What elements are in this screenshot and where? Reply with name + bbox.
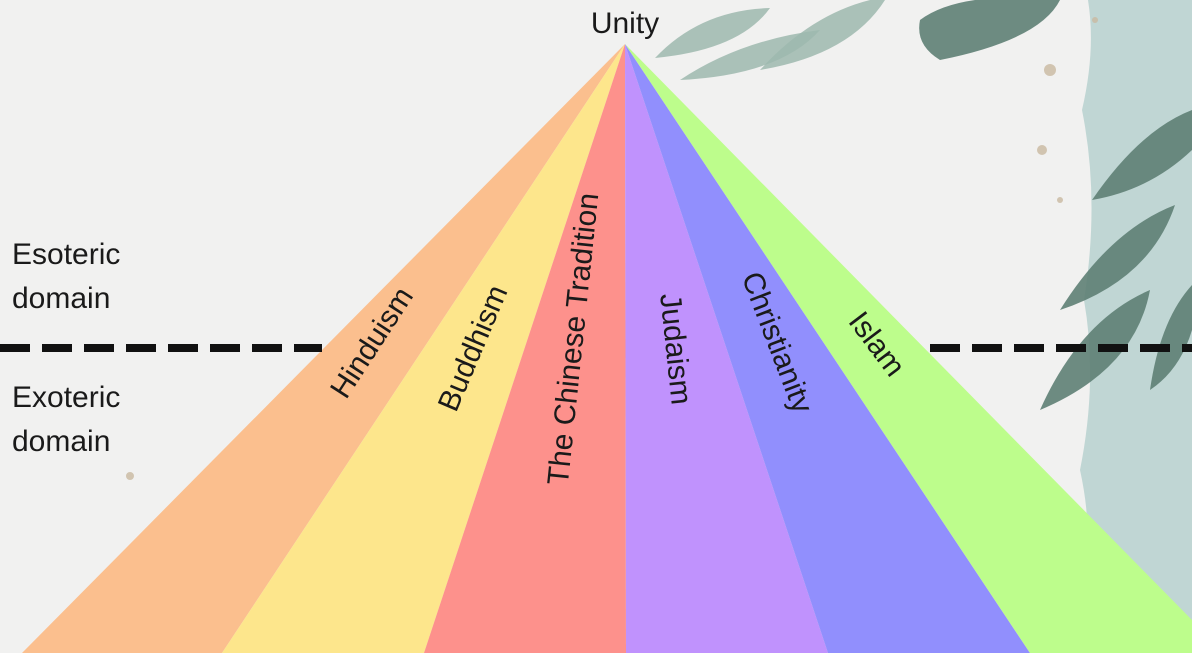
apex-label: Unity <box>591 7 659 40</box>
speck-2 <box>1037 145 1047 155</box>
leaf-top-right <box>919 0 1060 60</box>
leaf-top-mid <box>760 0 885 70</box>
speck-1 <box>1044 64 1056 76</box>
exoteric-domain-label: Exoteric domain <box>12 381 129 458</box>
exoteric-label-line-1: Exoteric <box>12 381 120 414</box>
exoteric-label-line-2: domain <box>12 425 110 458</box>
speck-5 <box>126 472 134 480</box>
esoteric-label-line-2: domain <box>12 282 110 315</box>
speck-3 <box>1057 197 1063 203</box>
esoteric-label-line-1: Esoteric <box>12 238 120 271</box>
esoteric-domain-label: Esoteric domain <box>12 238 129 315</box>
speck-4 <box>1092 17 1098 23</box>
